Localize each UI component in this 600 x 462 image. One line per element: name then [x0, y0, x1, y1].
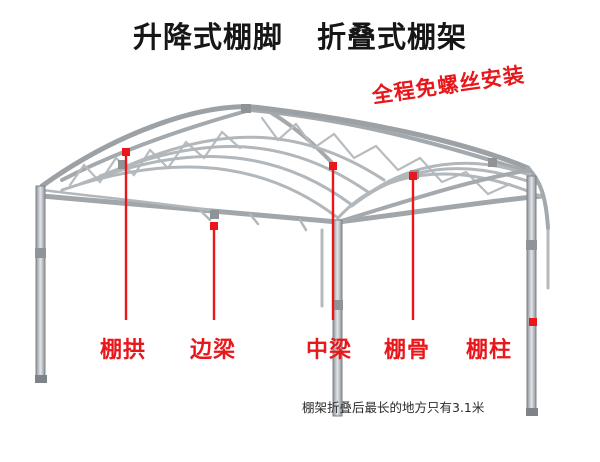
connector	[118, 160, 127, 169]
page-title: 升降式棚脚折叠式棚架	[0, 14, 600, 56]
post-left-foot	[35, 375, 47, 383]
label-arch: 棚拱	[100, 338, 147, 363]
front-edge-beam	[39, 193, 545, 225]
canopy-frame	[35, 104, 550, 417]
label-middle-beam: 中梁	[306, 338, 353, 363]
rib	[120, 135, 386, 182]
post-left	[35, 185, 46, 383]
right-arch-end	[526, 166, 550, 230]
left-ridge-beam	[60, 108, 252, 182]
post-middle	[332, 219, 343, 417]
leader-lines	[124, 152, 535, 324]
right-arch	[336, 168, 532, 224]
leader-dots	[122, 148, 537, 326]
front-posts	[35, 175, 538, 417]
leader-dot	[329, 162, 337, 170]
leader-dot	[409, 172, 417, 180]
title-right: 折叠式棚架	[317, 20, 468, 54]
rib-joints	[198, 208, 308, 232]
side-beam	[40, 188, 212, 212]
title-left: 升降式棚脚	[132, 20, 283, 54]
connector	[241, 104, 251, 113]
post-middle-joint	[332, 300, 343, 310]
label-rib: 棚骨	[384, 338, 431, 363]
leader-dot	[210, 222, 218, 230]
connector	[210, 210, 219, 219]
connector	[488, 158, 497, 167]
leader-dot	[529, 318, 537, 326]
rib	[366, 161, 534, 196]
post-left-joint	[35, 248, 46, 258]
arch-truss-left	[68, 130, 242, 187]
middle-beam	[248, 108, 530, 174]
leader-dot	[122, 148, 130, 156]
fold-length-note: 棚架折叠后最长的地方只有3.1米	[302, 400, 485, 415]
post-right-foot	[526, 408, 538, 416]
post-right	[526, 175, 537, 415]
label-edge-beam: 边梁	[190, 338, 237, 363]
arch-truss-right	[260, 116, 512, 196]
rib	[78, 155, 354, 207]
main-arch	[39, 104, 531, 189]
post-right-joint	[526, 240, 537, 250]
label-post: 棚柱	[466, 338, 513, 363]
